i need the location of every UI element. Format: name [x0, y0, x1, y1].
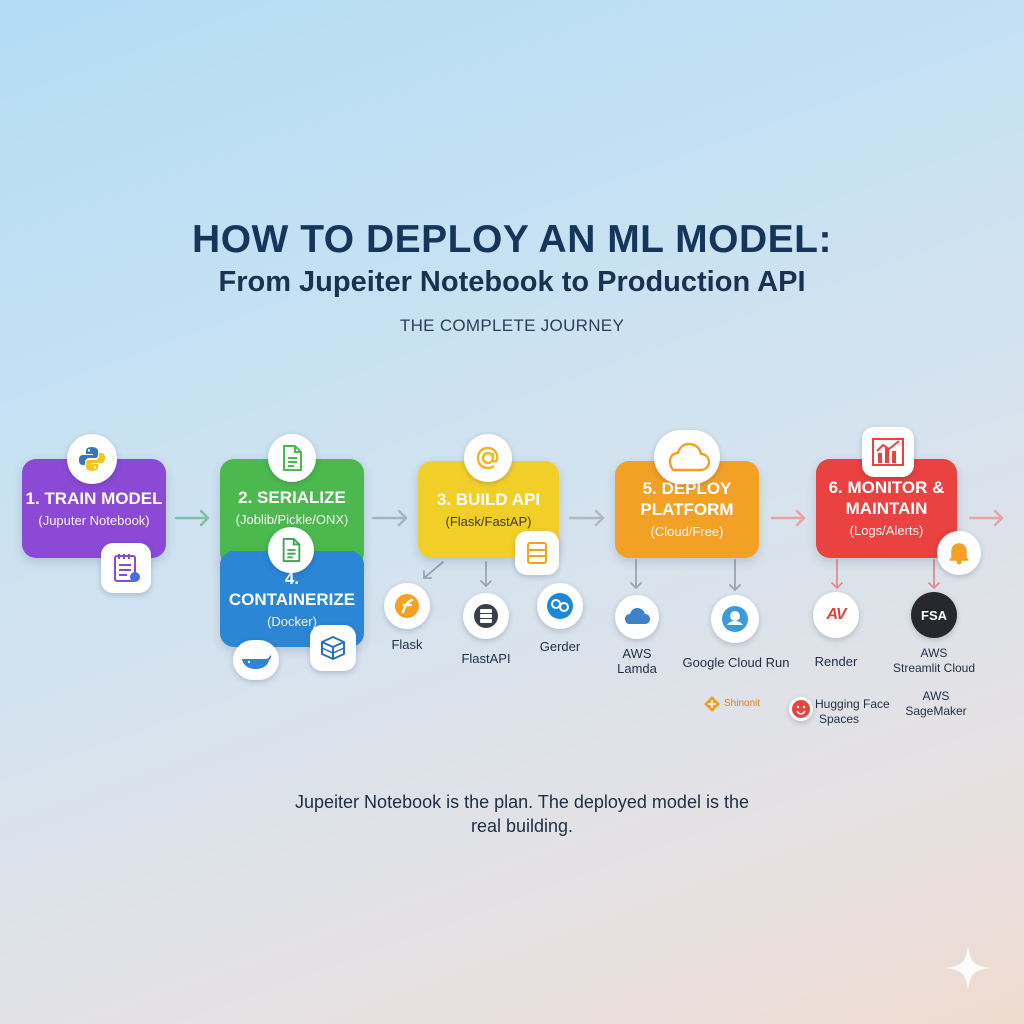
render-logo-icon: AV: [813, 592, 859, 638]
database-icon: [515, 531, 559, 575]
step-title: 6. MONITOR &: [828, 478, 945, 497]
connector-gcr: [729, 559, 741, 592]
tool-label-flask: Flask: [391, 637, 423, 652]
document-icon: [268, 434, 316, 482]
tool-label-google-cloud-run: Google Cloud Run: [682, 655, 790, 670]
fastapi-logo-icon: [463, 593, 509, 639]
step-subtitle: (Flask/FastAP): [445, 513, 532, 529]
cloud-icon: [654, 430, 720, 484]
step-title: 1. TRAIN MODEL: [25, 488, 163, 508]
google-cloud-run-logo-icon: [711, 595, 759, 643]
at-sign-icon: [464, 434, 512, 482]
footer-caption: Jupeiter Notebook is the plan. The deplo…: [295, 792, 749, 836]
connector-render: [831, 559, 843, 590]
step-deploy-platform[interactable]: 5. DEPLOY PLATFORM (Cloud/Free): [615, 461, 759, 558]
tool-label-streamlit: AWS Streamlit Cloud: [892, 646, 976, 675]
step-title: 4. CONTAINERIZE: [228, 568, 356, 609]
bell-icon: [937, 531, 981, 575]
tool-label-aws-lambda: AWS Lamda: [617, 646, 657, 676]
step-subtitle: (Docker): [267, 613, 317, 629]
chart-icon: [862, 427, 914, 477]
streamlit-logo-icon: FSA: [911, 592, 957, 638]
arrow-5-6: [770, 509, 806, 527]
step-monitor-maintain[interactable]: 6. MONITOR & MAINTAIN (Logs/Alerts): [816, 459, 957, 558]
shinonit-logo-icon: [703, 695, 721, 713]
step-title: 2. SERIALIZE: [238, 488, 346, 507]
step-title-line2: MAINTAIN: [845, 499, 928, 518]
tool-label-shinonit: Shinonit: [724, 698, 761, 709]
page-tagline: THE COMPLETE JOURNEY: [399, 316, 625, 335]
container-icon: [310, 625, 356, 671]
sparkle-icon: [944, 944, 992, 992]
tool-label-hugging-face: Hugging Face Spaces: [815, 697, 890, 726]
step-subtitle: (Joblib/Pickle/ONX): [235, 512, 349, 527]
aws-lambda-logo-icon: [615, 595, 659, 639]
hugging-face-logo-icon: [789, 697, 813, 721]
flask-logo-icon: [384, 583, 430, 629]
gerder-logo-icon: [537, 583, 583, 629]
step-subtitle: (Cloud/Free): [650, 524, 724, 539]
step-title-line2: PLATFORM: [640, 500, 734, 519]
document-icon: [268, 527, 314, 573]
page-title: HOW TO DEPLOY AN ML MODEL:: [192, 218, 832, 261]
step-subtitle: (Logs/Alerts): [849, 523, 924, 538]
tool-label-gerder: Gerder: [539, 639, 581, 654]
connector-streamlit: [928, 559, 940, 590]
connector-fastapi: [480, 561, 492, 588]
page-subtitle: From Jupeiter Notebook to Production API: [218, 266, 806, 298]
tool-label-render: Render: [814, 654, 858, 669]
tool-label-sagemaker: AWS SageMaker: [905, 689, 967, 718]
notebook-icon: [101, 543, 151, 593]
step-subtitle: (Juputer Notebook): [38, 512, 150, 528]
arrow-3-5: [568, 509, 605, 527]
arrow-6-out: [968, 509, 1004, 527]
connector-lambda: [630, 559, 642, 590]
tool-label-fastapi: FlastAPI: [461, 651, 511, 666]
step-title: 5. DEPLOY: [642, 479, 732, 498]
step-title: 3. BUILD API: [436, 489, 541, 509]
docker-whale-icon: [233, 640, 279, 680]
python-icon: [67, 434, 117, 484]
connector-flask: [423, 561, 444, 579]
arrow-2-3: [371, 509, 408, 527]
arrow-1-2: [174, 509, 210, 527]
